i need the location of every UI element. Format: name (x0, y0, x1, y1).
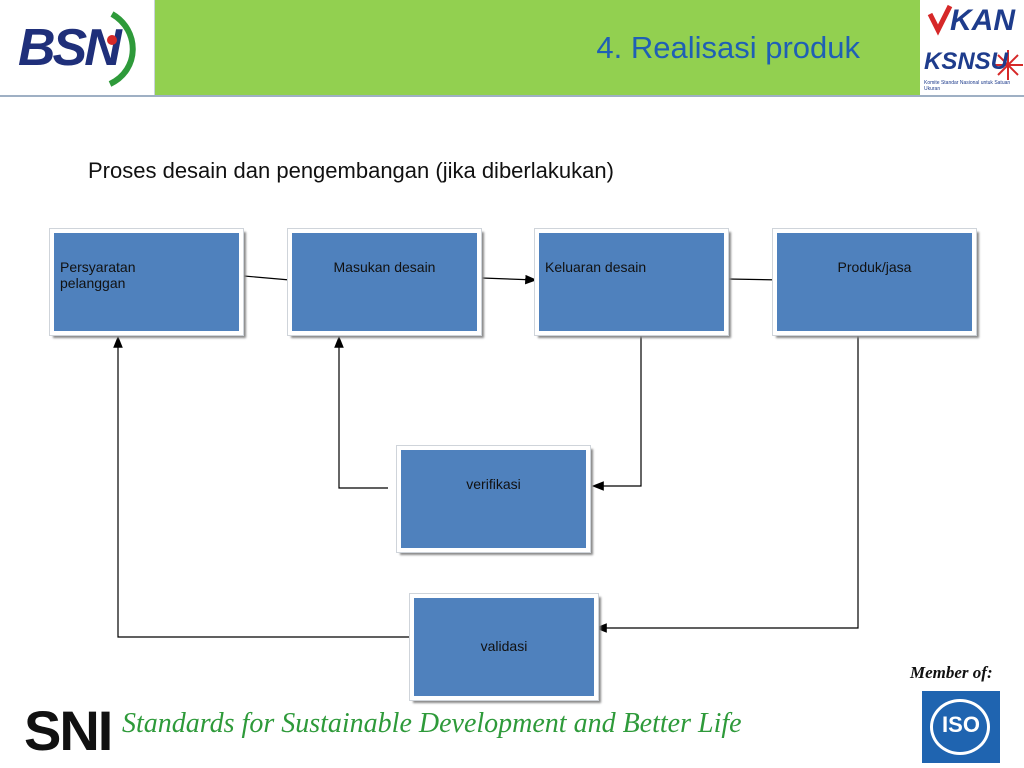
ksnsu-logo-text: KSNSU (924, 48, 1009, 75)
node-keluaran-desain: Keluaran desain (534, 228, 729, 336)
node-masukan-desain: Masukan desain (287, 228, 482, 336)
diagram-subtitle: Proses desain dan pengembangan (jika dib… (88, 158, 614, 183)
kan-ksnsu-logo: KAN KSNSU Komite Standar Nasional untuk … (920, 0, 1024, 95)
page-title: 4. Realisasi produk (596, 30, 860, 65)
node-persyaratan-pelanggan: Persyaratan pelanggan (49, 228, 244, 336)
ksnsu-caption: Komite Standar Nasional untuk Satuan Uku… (924, 80, 1011, 92)
iso-logo: ISO (922, 691, 1000, 763)
member-of-label: Member of: (910, 663, 993, 682)
arrow-validasi-persyaratan (113, 335, 413, 638)
connector-persyaratan-masukan (243, 275, 291, 281)
kan-logo-text: KAN (950, 4, 1015, 37)
header: BSN 4. Realisasi produk KAN KSNSU Komite… (0, 0, 1024, 97)
kan-check-icon (927, 4, 1023, 80)
footer-tagline: Standards for Sustainable Development an… (122, 708, 742, 739)
node-verifikasi: verifikasi (396, 445, 591, 553)
arrow-keluaran-verifikasi (591, 335, 642, 491)
bsn-swoosh-icon (107, 11, 136, 87)
bsn-logo: BSN (0, 0, 155, 95)
title-band: 4. Realisasi produk (155, 0, 920, 95)
node-validasi: validasi (409, 593, 599, 701)
bsn-logo-text: BSN (18, 19, 122, 77)
iso-circle-icon (930, 699, 990, 755)
iso-logo-text: ISO (942, 712, 980, 737)
arrow-masukan-keluaran (481, 274, 538, 285)
node-produk-jasa: Produk/jasa (772, 228, 977, 336)
sni-logo-text: SNI (24, 699, 113, 762)
arrow-verifikasi-masukan (334, 335, 388, 489)
arrow-produk-validasi (594, 335, 859, 633)
